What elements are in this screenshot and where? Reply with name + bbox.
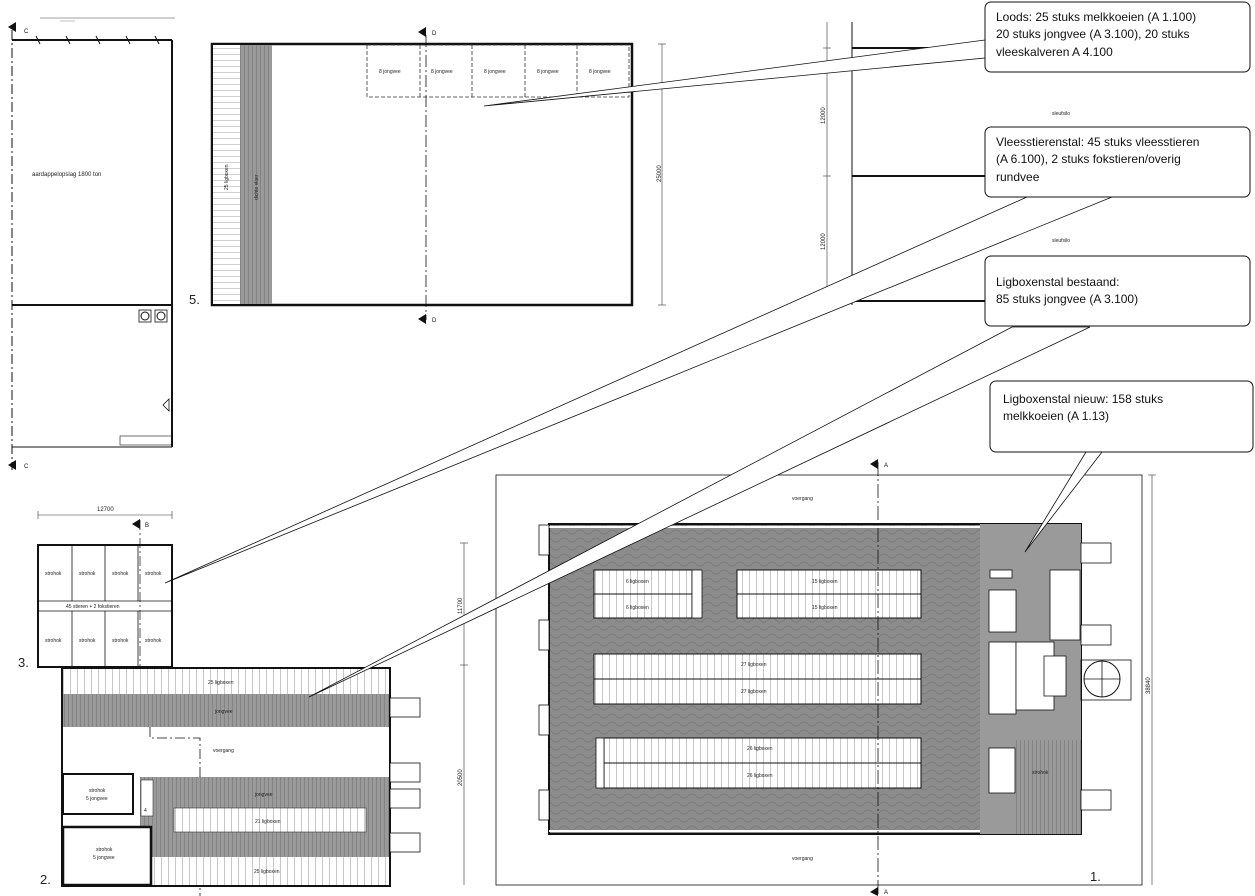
bestaand-side-label: 4: [144, 808, 147, 814]
loods-pen-3: 8 jongvee: [484, 69, 506, 75]
potato-storage: aardappelopslag 1800 ton C C: [8, 17, 175, 470]
silo-label-top: sleufsilo: [1052, 111, 1070, 117]
loods-pen-5: 8 jongvee: [589, 69, 611, 75]
section-c-bottom: C: [24, 464, 29, 470]
building-3-stierenstal: 12700 strohok strohok strohok strohok 45…: [18, 507, 173, 670]
nieuw-dim-right: 38840: [1146, 677, 1152, 694]
callout-vleesstier-line-2: (A 6.100), 2 stuks fokstieren/overig: [996, 152, 1181, 166]
stier-pen-bottom-2: strohok: [79, 638, 96, 644]
potato-store-label: aardappelopslag 1800 ton: [32, 172, 101, 178]
building-number-2: 2.: [40, 872, 51, 887]
bestaand-top-boxes: 25 ligboxen: [208, 680, 234, 686]
callout-nieuw-line-1: Ligboxenstal nieuw: 158 stuks: [1003, 392, 1163, 406]
callout-vleesstier-line-3: rundvee: [996, 170, 1040, 184]
callout-loods: Loods: 25 stuks melkkoeien (A 1.100) 20 …: [984, 1, 1251, 73]
silo-dim-bottom: 12000: [821, 233, 827, 250]
section-d-top: D: [432, 31, 437, 37]
callout-bestaand-line-1: Ligboxenstal bestaand:: [996, 275, 1119, 289]
stier-pen-top-1: strohok: [45, 571, 62, 577]
nieuw-voergang-top: voergang: [792, 496, 813, 502]
stier-pen-top-2: strohok: [79, 571, 96, 577]
callout-nieuw-line-2: melkkoeien (A 1.13): [1003, 409, 1109, 423]
nieuw-row1-right-a: 15 ligboxen: [812, 579, 838, 585]
stier-center-label: 45 stieren + 2 fokstieren: [66, 604, 120, 610]
loods-pen-2: 8 jongvee: [431, 69, 453, 75]
section-a-top: A: [884, 463, 888, 469]
bestaand-jongvee-mid: jongvee: [254, 792, 273, 798]
callout-loods-line-2: 20 stuks jongvee (A 3.100), 20 stuks: [996, 27, 1189, 41]
building-number-3: 3.: [18, 655, 29, 670]
bestaand-jongvee-top: jongvee: [214, 709, 233, 715]
nieuw-row3-b: 26 ligboxen: [747, 773, 773, 779]
silo-label-bottom: sleufsilo: [1052, 238, 1070, 244]
stier-pen-top-4: strohok: [145, 571, 162, 577]
building-2-ligboxenstal-bestaand: 25 ligboxen jongvee voergang jongvee 21 …: [40, 667, 421, 896]
section-a-bottom: A: [884, 890, 888, 896]
bestaand-strohok1-b: 5 jongvee: [86, 796, 108, 802]
callout-leaders: [164, 39, 1113, 698]
callout-loods-line-3: vleeskalveren A 4.100: [996, 45, 1113, 59]
bestaand-voergang: voergang: [213, 748, 234, 754]
loods-feed-alley-label: dichte vloer: [254, 174, 260, 200]
loods-dimension: 25000: [657, 165, 663, 182]
bestaand-dim-left-top: 11700: [458, 597, 464, 614]
stier-pen-bottom-1: strohok: [45, 638, 62, 644]
callout-ligboxenstal-nieuw: Ligboxenstal nieuw: 158 stuks melkkoeien…: [989, 380, 1254, 453]
nieuw-row1-left-b: 6 ligboxen: [626, 605, 649, 611]
bestaand-dim-left-bottom: 20500: [458, 769, 464, 786]
nieuw-row1-left-a: 6 ligboxen: [626, 579, 649, 585]
callout-loods-line-1: Loods: 25 stuks melkkoeien (A 1.100): [996, 10, 1196, 24]
loods-pen-1: 8 jongvee: [379, 69, 401, 75]
loods-pen-4: 8 jongvee: [537, 69, 559, 75]
nieuw-row1-right-b: 15 ligboxen: [812, 605, 838, 611]
nieuw-row2-a: 27 ligboxen: [741, 662, 767, 668]
silo-dim-top: 12000: [821, 107, 827, 124]
nieuw-strohok: strohok: [1032, 770, 1049, 776]
callout-vleesstierenstal: Vleesstierenstal: 45 stuks vleesstieren …: [984, 126, 1251, 198]
building-5-loods: 25 ligboxen dichte vloer 8 jongvee 8 jon…: [189, 27, 666, 324]
bestaand-mid-boxes: 21 ligboxen: [255, 819, 281, 825]
section-c-top: C: [24, 29, 29, 35]
stierenstal-dimension: 12700: [97, 507, 114, 513]
building-number-5: 5.: [189, 292, 200, 307]
stier-pen-bottom-4: strohok: [145, 638, 162, 644]
nieuw-row2-b: 27 ligboxen: [741, 689, 767, 695]
stier-pen-bottom-3: strohok: [112, 638, 129, 644]
bestaand-bottom-boxes: 25 ligboxen: [254, 869, 280, 875]
callout-ligboxenstal-bestaand: Ligboxenstal bestaand: 85 stuks jongvee …: [984, 255, 1251, 327]
callout-bestaand-line-2: 85 stuks jongvee (A 3.100): [996, 292, 1138, 306]
nieuw-voergang-bottom: voergang: [792, 856, 813, 862]
loods-boxes-label: 25 ligboxen: [224, 164, 230, 190]
bestaand-strohok2-a: strohok: [96, 847, 113, 853]
bestaand-strohok1-a: strohok: [89, 788, 106, 794]
callout-vleesstier-line-1: Vleesstierenstal: 45 stuks vleesstieren: [996, 135, 1199, 149]
section-b: B: [145, 523, 149, 529]
building-1-ligboxenstal-nieuw: voergang voergang 6 ligboxen 6 ligboxen …: [458, 459, 1156, 896]
section-d-bottom: D: [432, 318, 437, 324]
building-number-1: 1.: [1090, 869, 1101, 884]
nieuw-row3-a: 26 ligboxen: [747, 746, 773, 752]
stier-pen-top-3: strohok: [112, 571, 129, 577]
bestaand-strohok2-b: 5 jongvee: [93, 855, 115, 861]
